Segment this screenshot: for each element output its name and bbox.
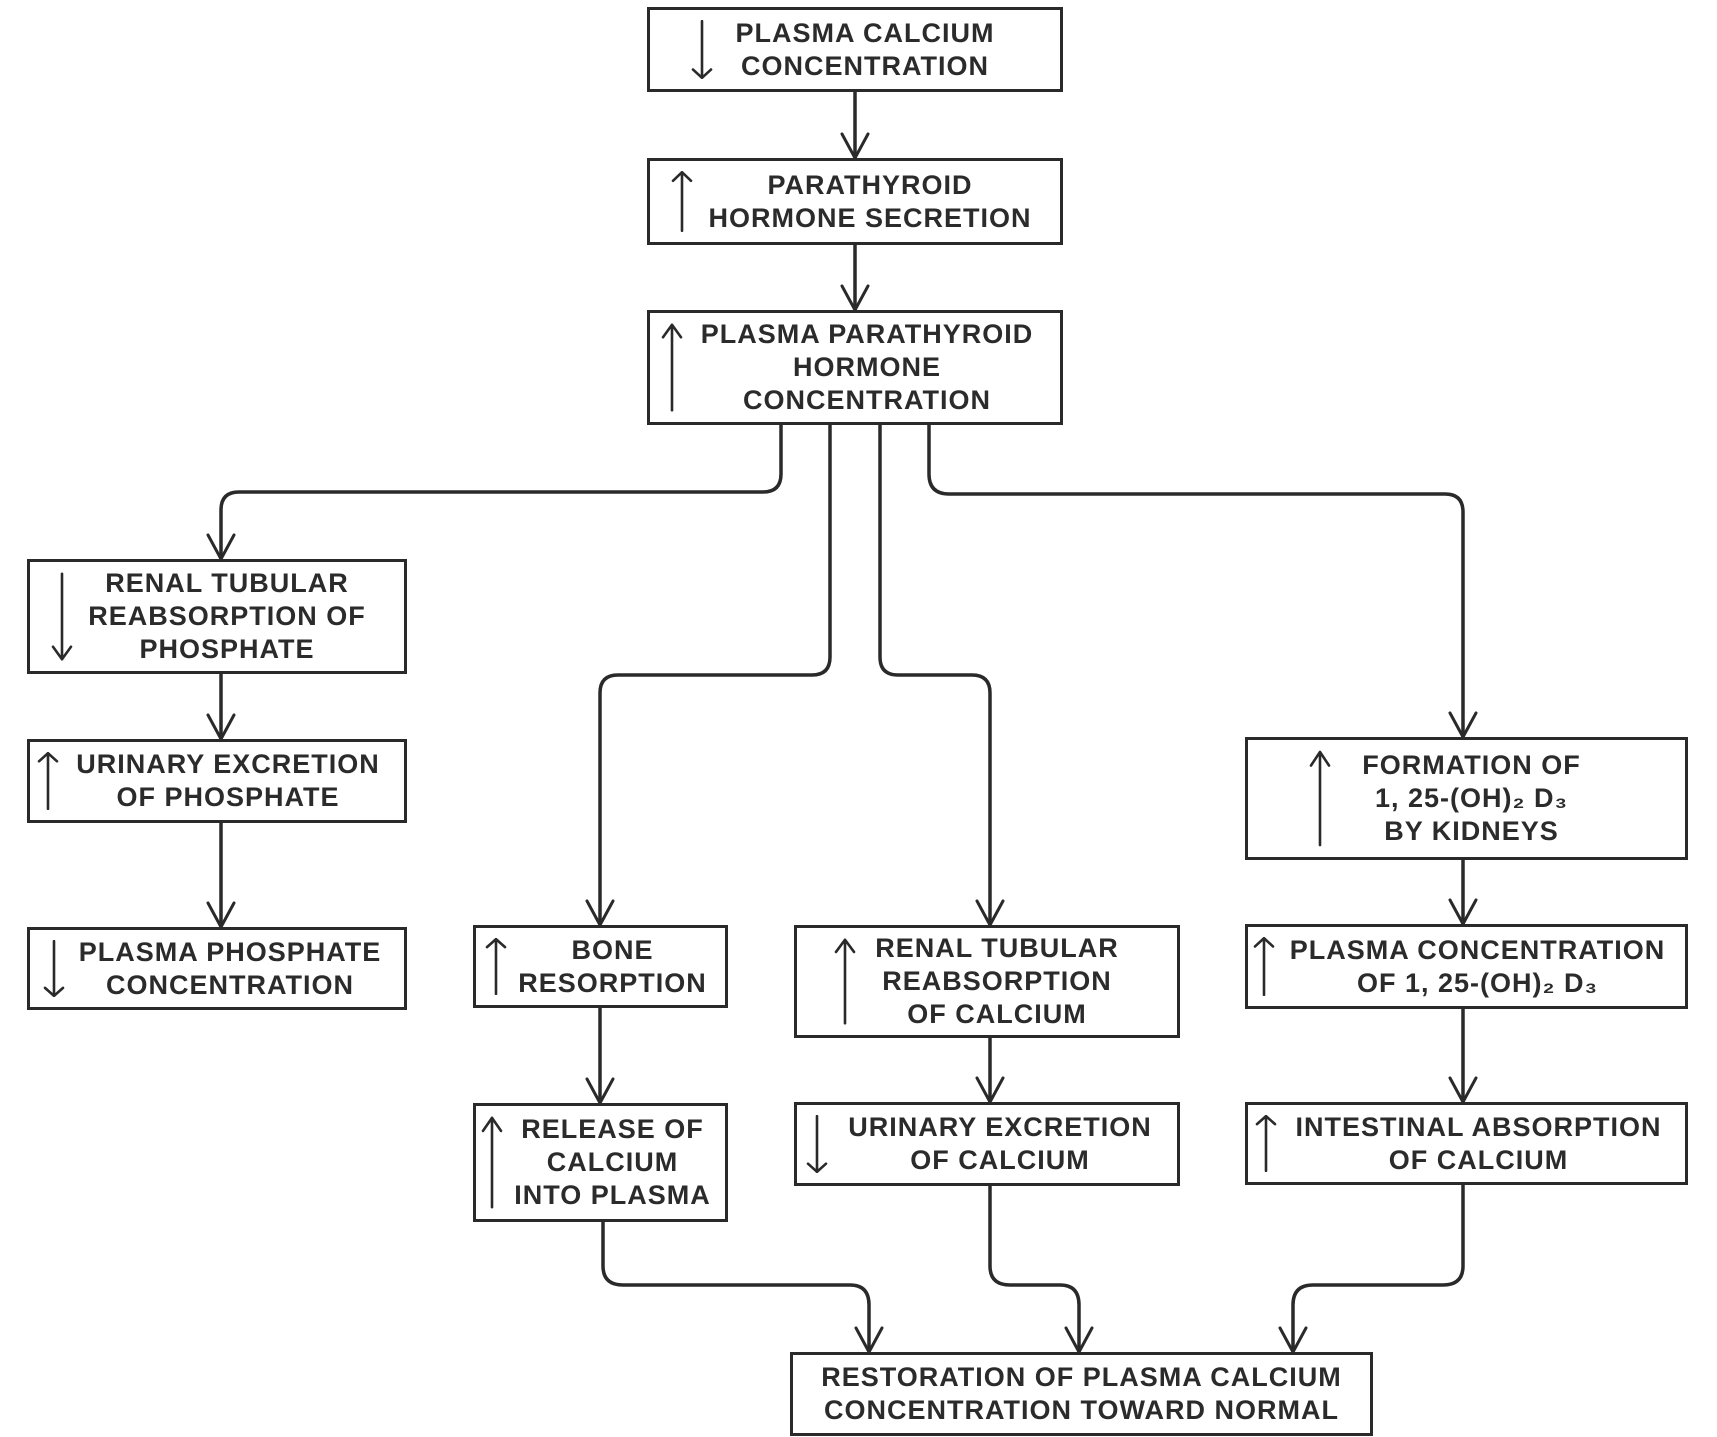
node-label: PARATHYROID HORMONE SECRETION [708, 169, 1032, 233]
node-label: RELEASE OF CALCIUM INTO PLASMA [514, 1114, 711, 1210]
node-label: FORMATION OF 1, 25-(OH)₂ D₃ BY KIDNEYS [1362, 750, 1581, 846]
increase-arrow-icon [36, 752, 60, 810]
edge-plasma-pth-to-renal-calcium [878, 423, 992, 927]
node-label: RENAL TUBULAR REABSORPTION OF PHOSPHATE [88, 568, 366, 664]
node-restoration: RESTORATION OF PLASMA CALCIUM CONCENTRAT… [790, 1352, 1373, 1436]
edge-intestinal-calcium-to-restoration [1291, 1183, 1465, 1354]
node-release-calcium: RELEASE OF CALCIUM INTO PLASMA [473, 1103, 728, 1222]
decrease-arrow-icon [690, 20, 714, 79]
node-label: URINARY EXCRETION OF CALCIUM [848, 1112, 1152, 1175]
node-label: PLASMA PARATHYROID HORMONE CONCENTRATION [700, 319, 1034, 415]
edge-release-calcium-to-restoration [601, 1220, 871, 1354]
node-label: PLASMA PHOSPHATE CONCENTRATION [78, 936, 382, 1000]
node-label: BONE RESORPTION [518, 934, 707, 998]
node-bone-resorption: BONE RESORPTION [473, 925, 728, 1008]
edge-urinary-calcium-to-restoration [988, 1184, 1081, 1354]
node-label: URINARY EXCRETION OF PHOSPHATE [76, 749, 380, 812]
increase-arrow-icon [484, 938, 508, 995]
node-formation-d3: FORMATION OF 1, 25-(OH)₂ D₃ BY KIDNEYS [1245, 737, 1688, 860]
decrease-arrow-icon [805, 1115, 829, 1173]
edge-plasma-pth-to-bone-resorption [598, 423, 832, 927]
decrease-arrow-icon [42, 940, 66, 997]
node-label: INTESTINAL ABSORPTION OF CALCIUM [1295, 1111, 1662, 1175]
increase-arrow-icon [1308, 750, 1332, 847]
node-plasma-phosphate: PLASMA PHOSPHATE CONCENTRATION [27, 927, 407, 1010]
node-intestinal-calcium: INTESTINAL ABSORPTION OF CALCIUM [1245, 1102, 1688, 1185]
node-pth-secretion: PARATHYROID HORMONE SECRETION [647, 158, 1063, 245]
node-label: RENAL TUBULAR REABSORPTION OF CALCIUM [875, 933, 1119, 1029]
increase-arrow-icon [1252, 937, 1276, 996]
edge-plasma-pth-to-formation-d3 [927, 423, 1465, 739]
node-label: PLASMA CALCIUM CONCENTRATION [735, 17, 995, 81]
increase-arrow-icon [833, 938, 857, 1025]
node-urinary-phosphate: URINARY EXCRETION OF PHOSPHATE [27, 739, 407, 823]
increase-arrow-icon [670, 171, 694, 232]
increase-arrow-icon [1254, 1115, 1278, 1172]
decrease-arrow-icon [50, 572, 74, 661]
node-urinary-calcium: URINARY EXCRETION OF CALCIUM [794, 1102, 1180, 1186]
node-label: PLASMA CONCENTRATION OF 1, 25-(OH)₂ D₃ [1289, 934, 1666, 998]
node-plasma-calcium: PLASMA CALCIUM CONCENTRATION [647, 7, 1063, 92]
node-plasma-d3: PLASMA CONCENTRATION OF 1, 25-(OH)₂ D₃ [1245, 924, 1688, 1009]
node-renal-calcium: RENAL TUBULAR REABSORPTION OF CALCIUM [794, 925, 1180, 1038]
increase-arrow-icon [480, 1116, 504, 1209]
edge-plasma-pth-to-renal-phosphate [219, 423, 783, 561]
node-label: RESTORATION OF PLASMA CALCIUM CONCENTRAT… [821, 1362, 1342, 1425]
node-renal-phosphate: RENAL TUBULAR REABSORPTION OF PHOSPHATE [27, 559, 407, 674]
increase-arrow-icon [660, 323, 684, 412]
node-plasma-pth: PLASMA PARATHYROID HORMONE CONCENTRATION [647, 310, 1063, 425]
